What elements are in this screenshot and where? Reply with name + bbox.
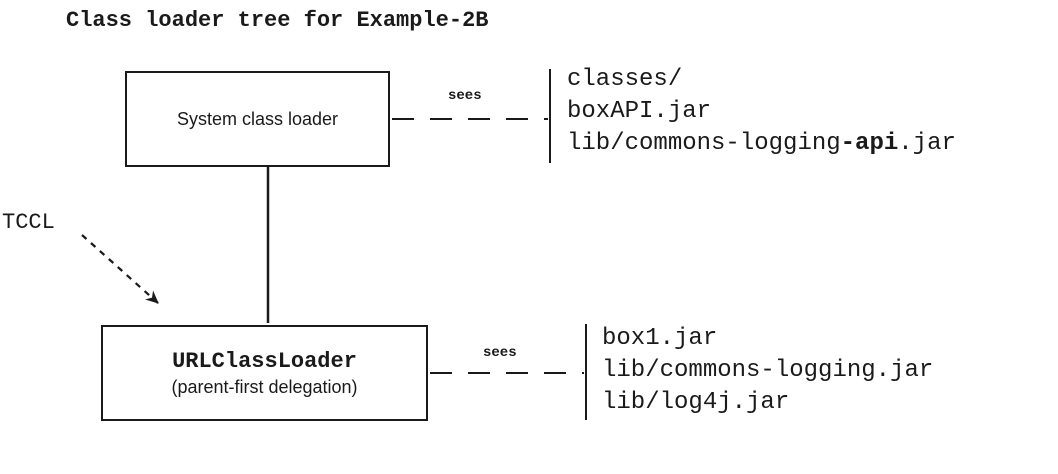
url-class-loader-sublabel: (parent-first delegation) — [171, 376, 358, 397]
url-sees-label: sees — [483, 345, 517, 361]
classpath-entry-part: lib/log4j.jar — [602, 389, 790, 416]
classpath-entry: classes/ — [567, 64, 956, 96]
classpath-entry: lib/log4j.jar — [602, 387, 933, 419]
system-class-loader-label: System class loader — [176, 108, 339, 129]
classpath-entry-part: lib/commons-logging.jar — [602, 357, 934, 384]
system-classpath-list: classes/boxAPI.jar lib/commons-logging-ap… — [567, 64, 956, 160]
url-class-loader-box: URLClassLoader (parent-first delegation) — [101, 325, 428, 421]
classpath-entry-part: lib/commons-logging — [567, 130, 841, 157]
classpath-entry: boxAPI.jar — [567, 96, 956, 128]
diagram-title: Class loader tree for Example-2B — [66, 8, 489, 33]
classpath-entry: box1.jar — [602, 323, 933, 355]
classpath-entry-part: -api — [840, 130, 899, 157]
classpath-entry: lib/commons-logging-api.jar — [567, 128, 956, 160]
classpath-entry-part: boxAPI.jar — [567, 98, 712, 125]
classpath-entry: lib/commons-logging.jar — [602, 355, 933, 387]
url-class-loader-label: URLClassLoader — [172, 348, 357, 374]
system-class-loader-box: System class loader — [125, 71, 390, 167]
tccl-dashed-arrow — [81, 234, 159, 304]
tccl-label: TCCL — [2, 210, 55, 235]
url-classpath-list: box1.jar lib/commons-logging.jar lib/log4j… — [602, 323, 933, 419]
classpath-entry-part: classes/ — [567, 66, 683, 93]
system-sees-label: sees — [448, 88, 482, 104]
classpath-entry-part: box1.jar — [602, 325, 718, 352]
classpath-entry-part: .jar — [898, 130, 956, 157]
